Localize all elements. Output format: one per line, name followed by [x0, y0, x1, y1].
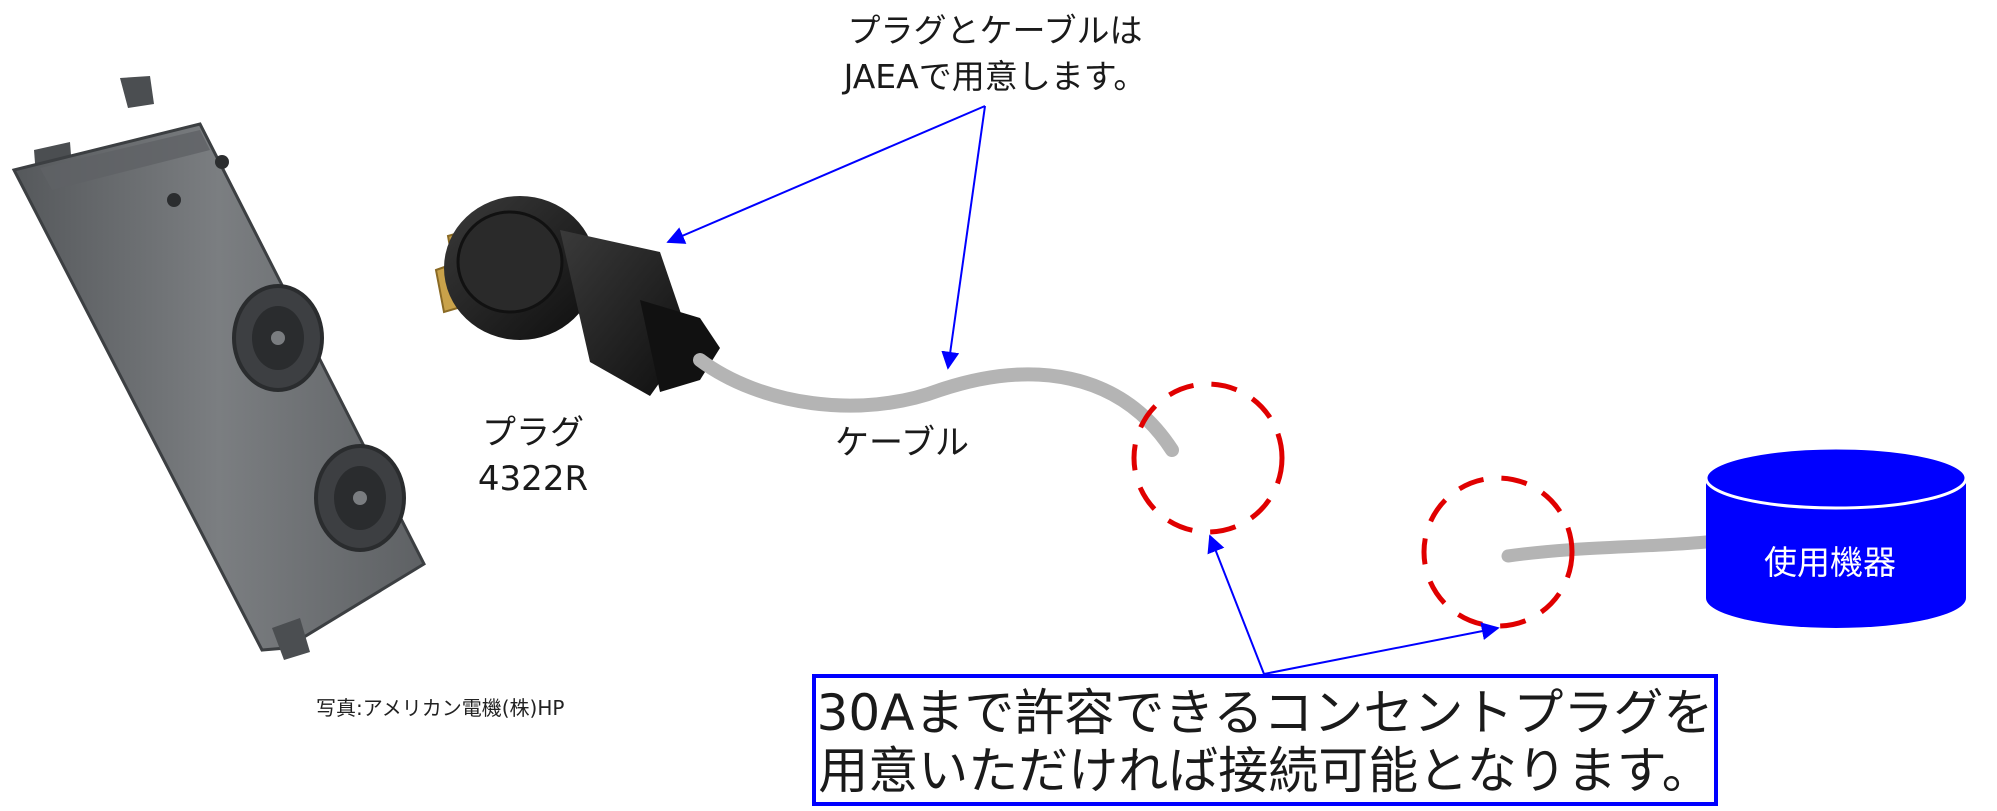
arrow-to-plug [666, 105, 986, 244]
plug-image [434, 196, 720, 396]
outlet-strip-image [11, 76, 426, 660]
arrow-to-cable-end [1207, 534, 1265, 675]
arrow-to-device-cable-end [1263, 622, 1500, 675]
device-label: 使用機器 [1764, 543, 1896, 582]
device-cable-end-marker-circle [1421, 475, 1575, 629]
note-box-line1: 30Aまで許容できるコンセントプラグを [816, 684, 1714, 742]
outlet-socket-icon [314, 444, 406, 552]
top-note-line1: プラグとケーブルは [847, 11, 1143, 50]
cable-label: ケーブル [835, 423, 969, 463]
plug-label: プラグ 4322R [458, 410, 608, 502]
arrow-to-cable [941, 105, 986, 370]
device-cylinder-icon [1704, 446, 1968, 628]
note-box-line2: 用意いただければ接続可能となります。 [818, 742, 1712, 800]
outlet-socket-icon [232, 284, 324, 392]
plug-label-line2: 4322R [477, 459, 589, 499]
device-cable [1501, 535, 1713, 563]
note-box: 30Aまで許容できるコンセントプラグを 用意いただければ接続可能となります。 [812, 674, 1718, 806]
plug-label-line1: プラグ [482, 413, 584, 453]
top-note-line2: JAEAで用意します。 [843, 57, 1147, 96]
top-note: プラグとケーブルは JAEAで用意します。 [760, 8, 1230, 100]
cable [693, 353, 1179, 457]
cable-end-marker-circle [1131, 381, 1285, 535]
photo-credit: 写真:アメリカン電機(株)HP [316, 696, 565, 720]
